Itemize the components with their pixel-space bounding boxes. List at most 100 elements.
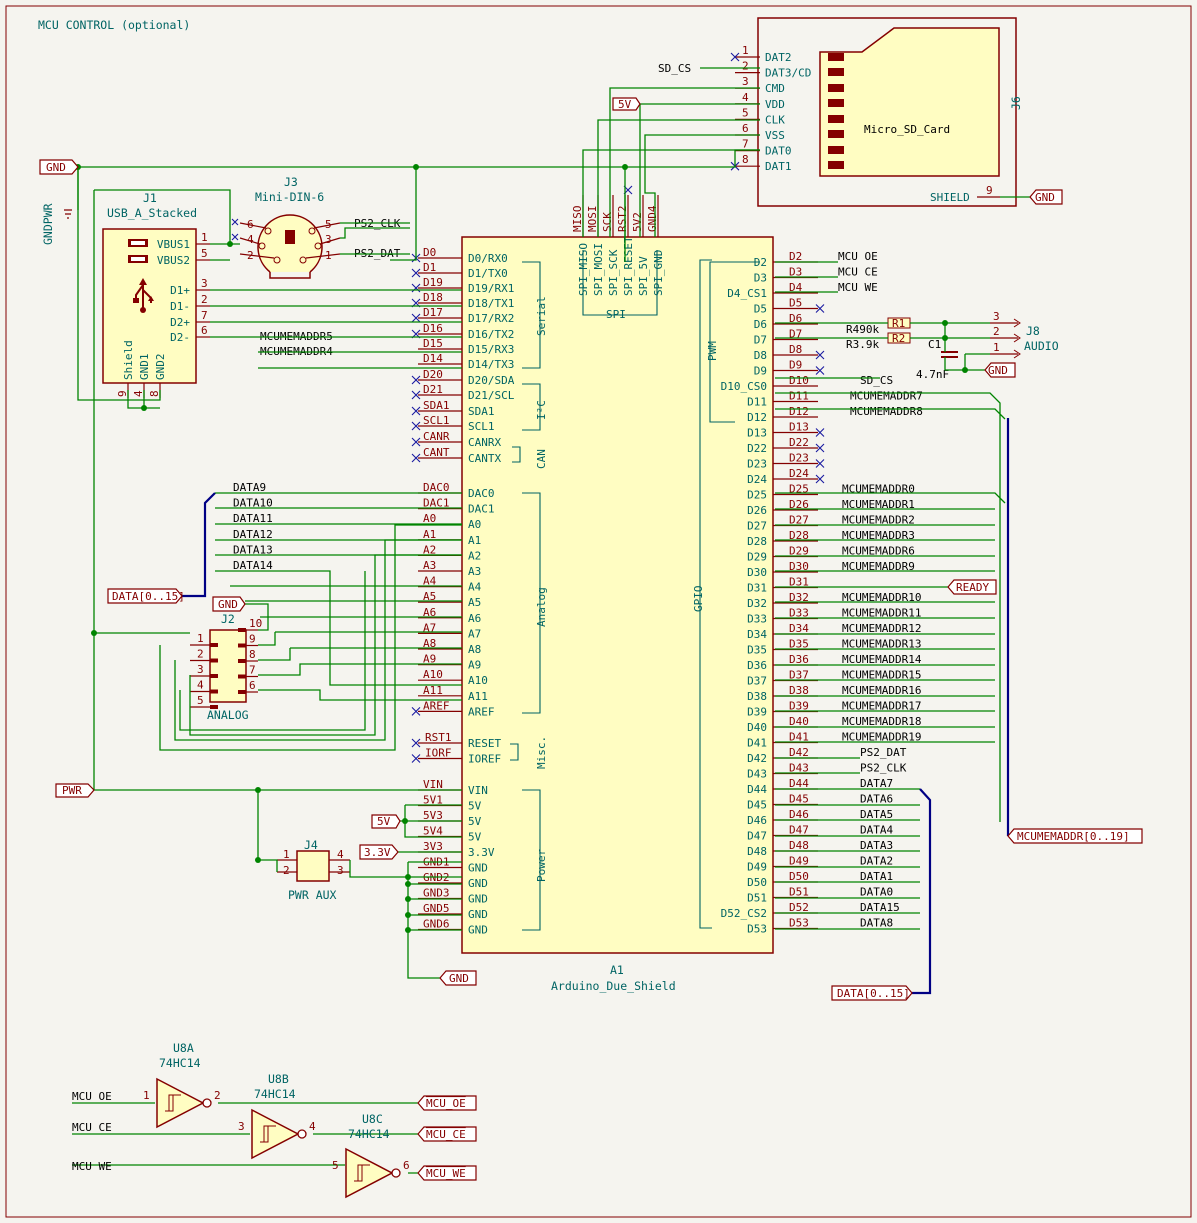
- pwr-label: PWR: [62, 784, 82, 797]
- group-spi: SPI: [606, 308, 626, 321]
- net-label-ps2_clk: PS2_CLK: [860, 762, 907, 775]
- usb-connector-icon: [128, 239, 154, 313]
- gate-u8b-output-label: MCU_CE: [426, 1128, 466, 1141]
- j1-pin-vbus1-name: VBUS1: [157, 238, 190, 251]
- net-label-mcumemaddr18: MCUMEMADDR18: [842, 715, 921, 728]
- j1-pin-4-num: 4: [132, 390, 145, 397]
- svg-text:6: 6: [247, 218, 254, 231]
- a1-pin-a6-num: A6: [423, 606, 436, 619]
- gate-u8a-output-label: MCU_OE: [426, 1097, 466, 1110]
- a1-pin-a1-num: A1: [423, 528, 436, 541]
- a1-pin-d25-num: D25: [789, 483, 809, 496]
- a1-pin-gnd3-name: GND: [468, 893, 488, 906]
- net-label-mcumemaddr0: MCUMEMADDR0: [842, 483, 915, 496]
- a1-pin-gnd3-num: GND3: [423, 887, 450, 900]
- j1-pin-9-num: 9: [116, 390, 129, 397]
- a1-pin-a1-name: A1: [468, 534, 481, 547]
- a1-pin-gnd6-name: GND: [468, 924, 488, 937]
- j6-pin-2-num: 2: [742, 60, 749, 73]
- net-label-data1: DATA1: [860, 870, 893, 883]
- a1-pin-a2-name: A2: [468, 549, 481, 562]
- a1-pin-a10-num: A10: [423, 668, 443, 681]
- gate-u8a-out-pin: 2: [214, 1089, 221, 1102]
- a1-pin-gnd6-num: GND6: [423, 918, 450, 931]
- a1-pin-a5-name: A5: [468, 596, 481, 609]
- a1-pin-d38-name: D38: [747, 690, 767, 703]
- group-i2c: I²C: [535, 400, 548, 420]
- net-label-mcumemaddr9: MCUMEMADDR9: [842, 560, 915, 573]
- a1-pin-cant-num: CANT: [423, 446, 450, 459]
- a1-pin-dac0-name: DAC0: [468, 487, 495, 500]
- net-label-mcumemaddr13: MCUMEMADDR13: [842, 638, 921, 651]
- j6-pin-dat0-name: DAT0: [765, 145, 792, 158]
- a1-pin-d42-num: D42: [789, 746, 809, 759]
- gnd-label-bottom: GND: [449, 972, 469, 985]
- c1-capacitor[interactable]: [941, 351, 958, 358]
- gate-u8b-in-pin: 3: [238, 1120, 245, 1133]
- a1-pin-d26-num: D26: [789, 498, 809, 511]
- net-label-mcumemaddr7: MCUMEMADDR7: [850, 390, 923, 403]
- a1-pin-d15-name: D15/RX3: [468, 343, 514, 356]
- ready-label: READY: [956, 581, 989, 594]
- a1-pin-d37-num: D37: [789, 669, 809, 682]
- j6-pin-3-num: 3: [742, 75, 749, 88]
- gate-u8a-in-pin: 1: [143, 1089, 150, 1102]
- a1-pin-a6-name: A6: [468, 612, 481, 625]
- a1-pin-d8-name: D8: [754, 349, 767, 362]
- a1-body[interactable]: [461, 236, 774, 954]
- j1-pin-1-num: 1: [201, 231, 208, 244]
- j6-card-contacts: [828, 53, 844, 169]
- a1-pin-d51-name: D51: [747, 892, 767, 905]
- j1-pin-gnd2-name: GND2: [154, 354, 167, 381]
- a1-pin-a8-name: A8: [468, 643, 481, 656]
- net-label-data5: DATA5: [860, 808, 893, 821]
- j6-pin-1-num: 1: [742, 44, 749, 57]
- j4-body[interactable]: [296, 850, 330, 882]
- gate-u8c-in-pin: 5: [332, 1159, 339, 1172]
- a1-pin-5v3-num: 5V3: [423, 809, 443, 822]
- a1-pin-d2-num: D2: [789, 250, 802, 263]
- j8-connector[interactable]: [990, 318, 1021, 359]
- gndpwr-label: GNDPWR: [41, 203, 55, 245]
- r1-value: R490k: [846, 323, 879, 336]
- a1-pin-a0-num: A0: [423, 512, 436, 525]
- net-label-data7: DATA7: [860, 777, 893, 790]
- a1-pin-d18-name: D18/TX1: [468, 297, 514, 310]
- j6-outline[interactable]: [757, 17, 1017, 207]
- net-label-mcumemaddr16: MCUMEMADDR16: [842, 684, 921, 697]
- a1-pin-d52-num: D52: [789, 901, 809, 914]
- a1-pin-d47-name: D47: [747, 830, 767, 843]
- gate-u8a-ref: U8A: [173, 1041, 194, 1055]
- a1-pin-d22-num: D22: [789, 436, 809, 449]
- a1-pin-d1-name: D1/TX0: [468, 267, 508, 280]
- a1-pin-d32-name: D32: [747, 597, 767, 610]
- a1-pin-a4-name: A4: [468, 581, 482, 594]
- gndpwr-symbol: GNDPWR: [41, 203, 72, 245]
- gnd-label-audio: GND: [988, 364, 1008, 377]
- a1-pin-d42-name: D42: [747, 752, 767, 765]
- a1-pin-d45-num: D45: [789, 793, 809, 806]
- a1-pin-d5-num: D5: [789, 297, 802, 310]
- a1-pin-iorf-name: IOREF: [468, 753, 501, 766]
- a1-pin-vin-num: VIN: [423, 778, 443, 791]
- net-label-mcu-oe: MCU OE: [838, 250, 878, 263]
- a1-pin-aref-num: AREF: [423, 699, 450, 712]
- group-pwm: PWM: [706, 341, 719, 361]
- j2-pin-9-num: 9: [249, 633, 256, 646]
- a1-pin-d6-num: D6: [789, 312, 802, 325]
- j3-nc-marks: [231, 218, 239, 241]
- a1-pin-d40-name: D40: [747, 721, 767, 734]
- net-label-mcu-ce: MCU CE: [838, 266, 878, 279]
- a1-pin-d31-num: D31: [789, 576, 809, 589]
- a1-pin-d6-name: D6: [754, 318, 767, 331]
- a1-pin-d29-num: D29: [789, 545, 809, 558]
- a1-pin-d47-num: D47: [789, 824, 809, 837]
- a1-pin-rst1-name: RESET: [468, 737, 501, 750]
- j1-body[interactable]: [102, 228, 197, 384]
- j6-pin-dat1-name: DAT1: [765, 160, 792, 173]
